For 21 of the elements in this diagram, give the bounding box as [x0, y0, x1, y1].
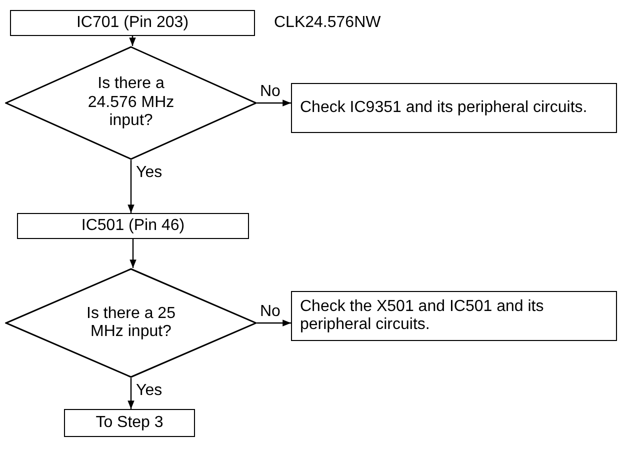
node-text: Check the X501 and IC501 and its peripheral circuits.: [300, 298, 545, 334]
arrow: [257, 320, 291, 326]
process-box: [10, 10, 255, 36]
arrow: [129, 36, 136, 46]
node-text: Is there a 25 MHz input?: [86, 304, 176, 342]
process-box: [291, 291, 617, 341]
arrow: [128, 160, 134, 213]
node-text: To Step 3: [96, 414, 164, 432]
arrow: [128, 378, 134, 409]
node-text: Check IC9351 and its peripheral circuits.: [300, 98, 588, 118]
process-box: [291, 83, 617, 133]
decision-diamond: [5, 46, 257, 160]
node-text: IC501 (Pin 46): [81, 216, 185, 236]
process-box: [17, 213, 249, 239]
decision-diamond: [5, 268, 257, 378]
signal-label: CLK24.576NW: [274, 14, 381, 32]
process-box: [64, 409, 195, 437]
node-text: IC701 (Pin 203): [76, 14, 189, 32]
node-text: Is there a 24.576 MHz input?: [86, 75, 176, 131]
arrow: [257, 100, 291, 106]
arrow: [130, 239, 136, 268]
